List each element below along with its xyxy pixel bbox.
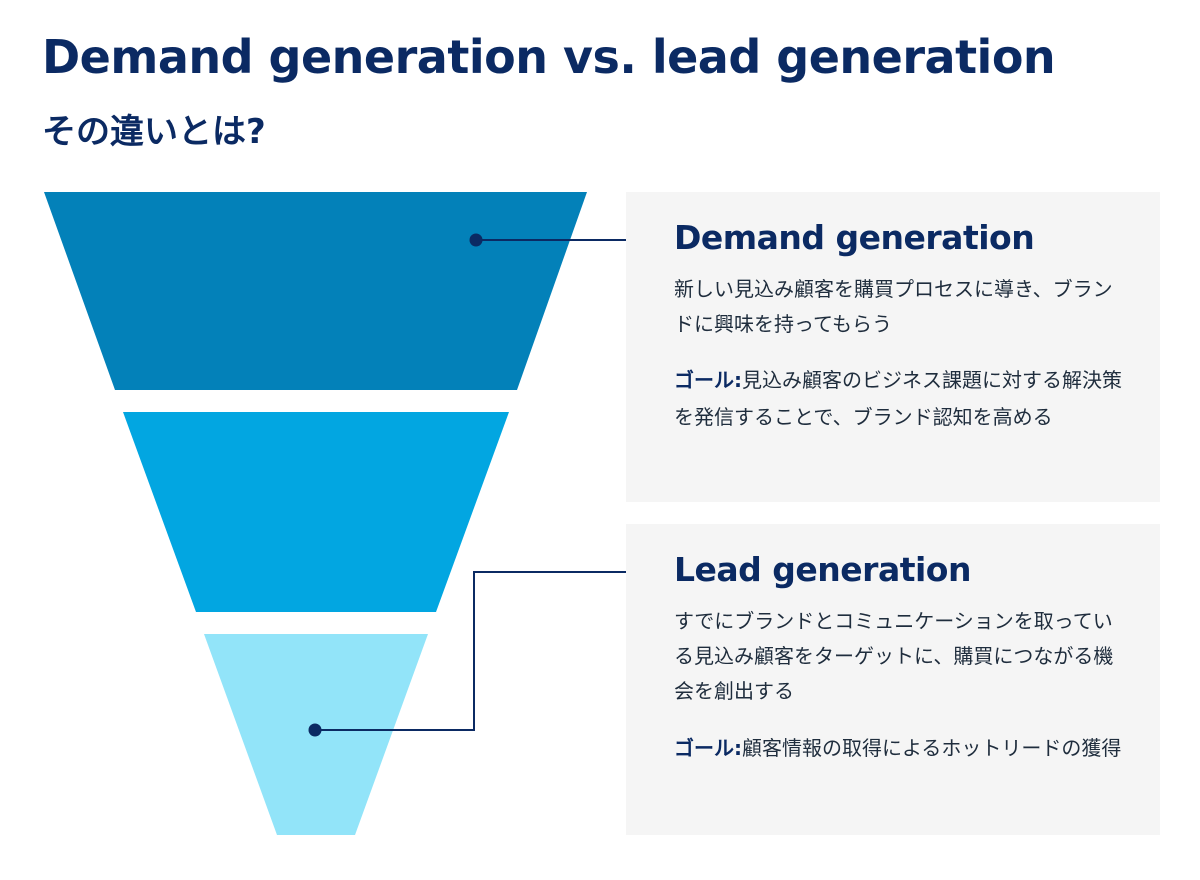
connector-dot-demand-start bbox=[469, 233, 483, 247]
demand-goal-label: ゴール: bbox=[674, 368, 742, 392]
demand-goal-text: 見込み顧客のビジネス課題に対する解決策を発信することで、ブランド認知を高める bbox=[674, 368, 1122, 429]
connector-dot-lead-start bbox=[308, 723, 322, 737]
demand-generation-description: 新しい見込み顧客を購買プロセスに導き、ブランドに興味を持ってもらう bbox=[674, 277, 1113, 336]
funnel-segment-top bbox=[44, 192, 587, 390]
funnel-segment-middle bbox=[123, 412, 509, 612]
lead-goal-text: 顧客情報の取得によるホットリードの獲得 bbox=[742, 736, 1122, 760]
page-title: Demand generation vs. lead generation bbox=[42, 30, 1056, 84]
page-subtitle: その違いとは? bbox=[42, 112, 266, 152]
lead-generation-card: Lead generation すでにブランドとコミュニケーションを取っている見… bbox=[626, 524, 1160, 835]
lead-generation-goal: ゴール:顧客情報の取得によるホットリードの獲得 bbox=[674, 730, 1124, 767]
demand-generation-card: Demand generation 新しい見込み顧客を購買プロセスに導き、ブラン… bbox=[626, 192, 1160, 502]
lead-generation-description: すでにブランドとコミュニケーションを取っている見込み顧客をターゲットに、購買につ… bbox=[674, 609, 1114, 703]
connector-line-lead bbox=[315, 571, 652, 731]
demand-generation-title: Demand generation bbox=[674, 218, 1035, 257]
lead-generation-title: Lead generation bbox=[674, 550, 971, 589]
demand-generation-goal: ゴール:見込み顧客のビジネス課題に対する解決策を発信することで、ブランド認知を高… bbox=[674, 362, 1124, 436]
lead-goal-label: ゴール: bbox=[674, 736, 742, 760]
